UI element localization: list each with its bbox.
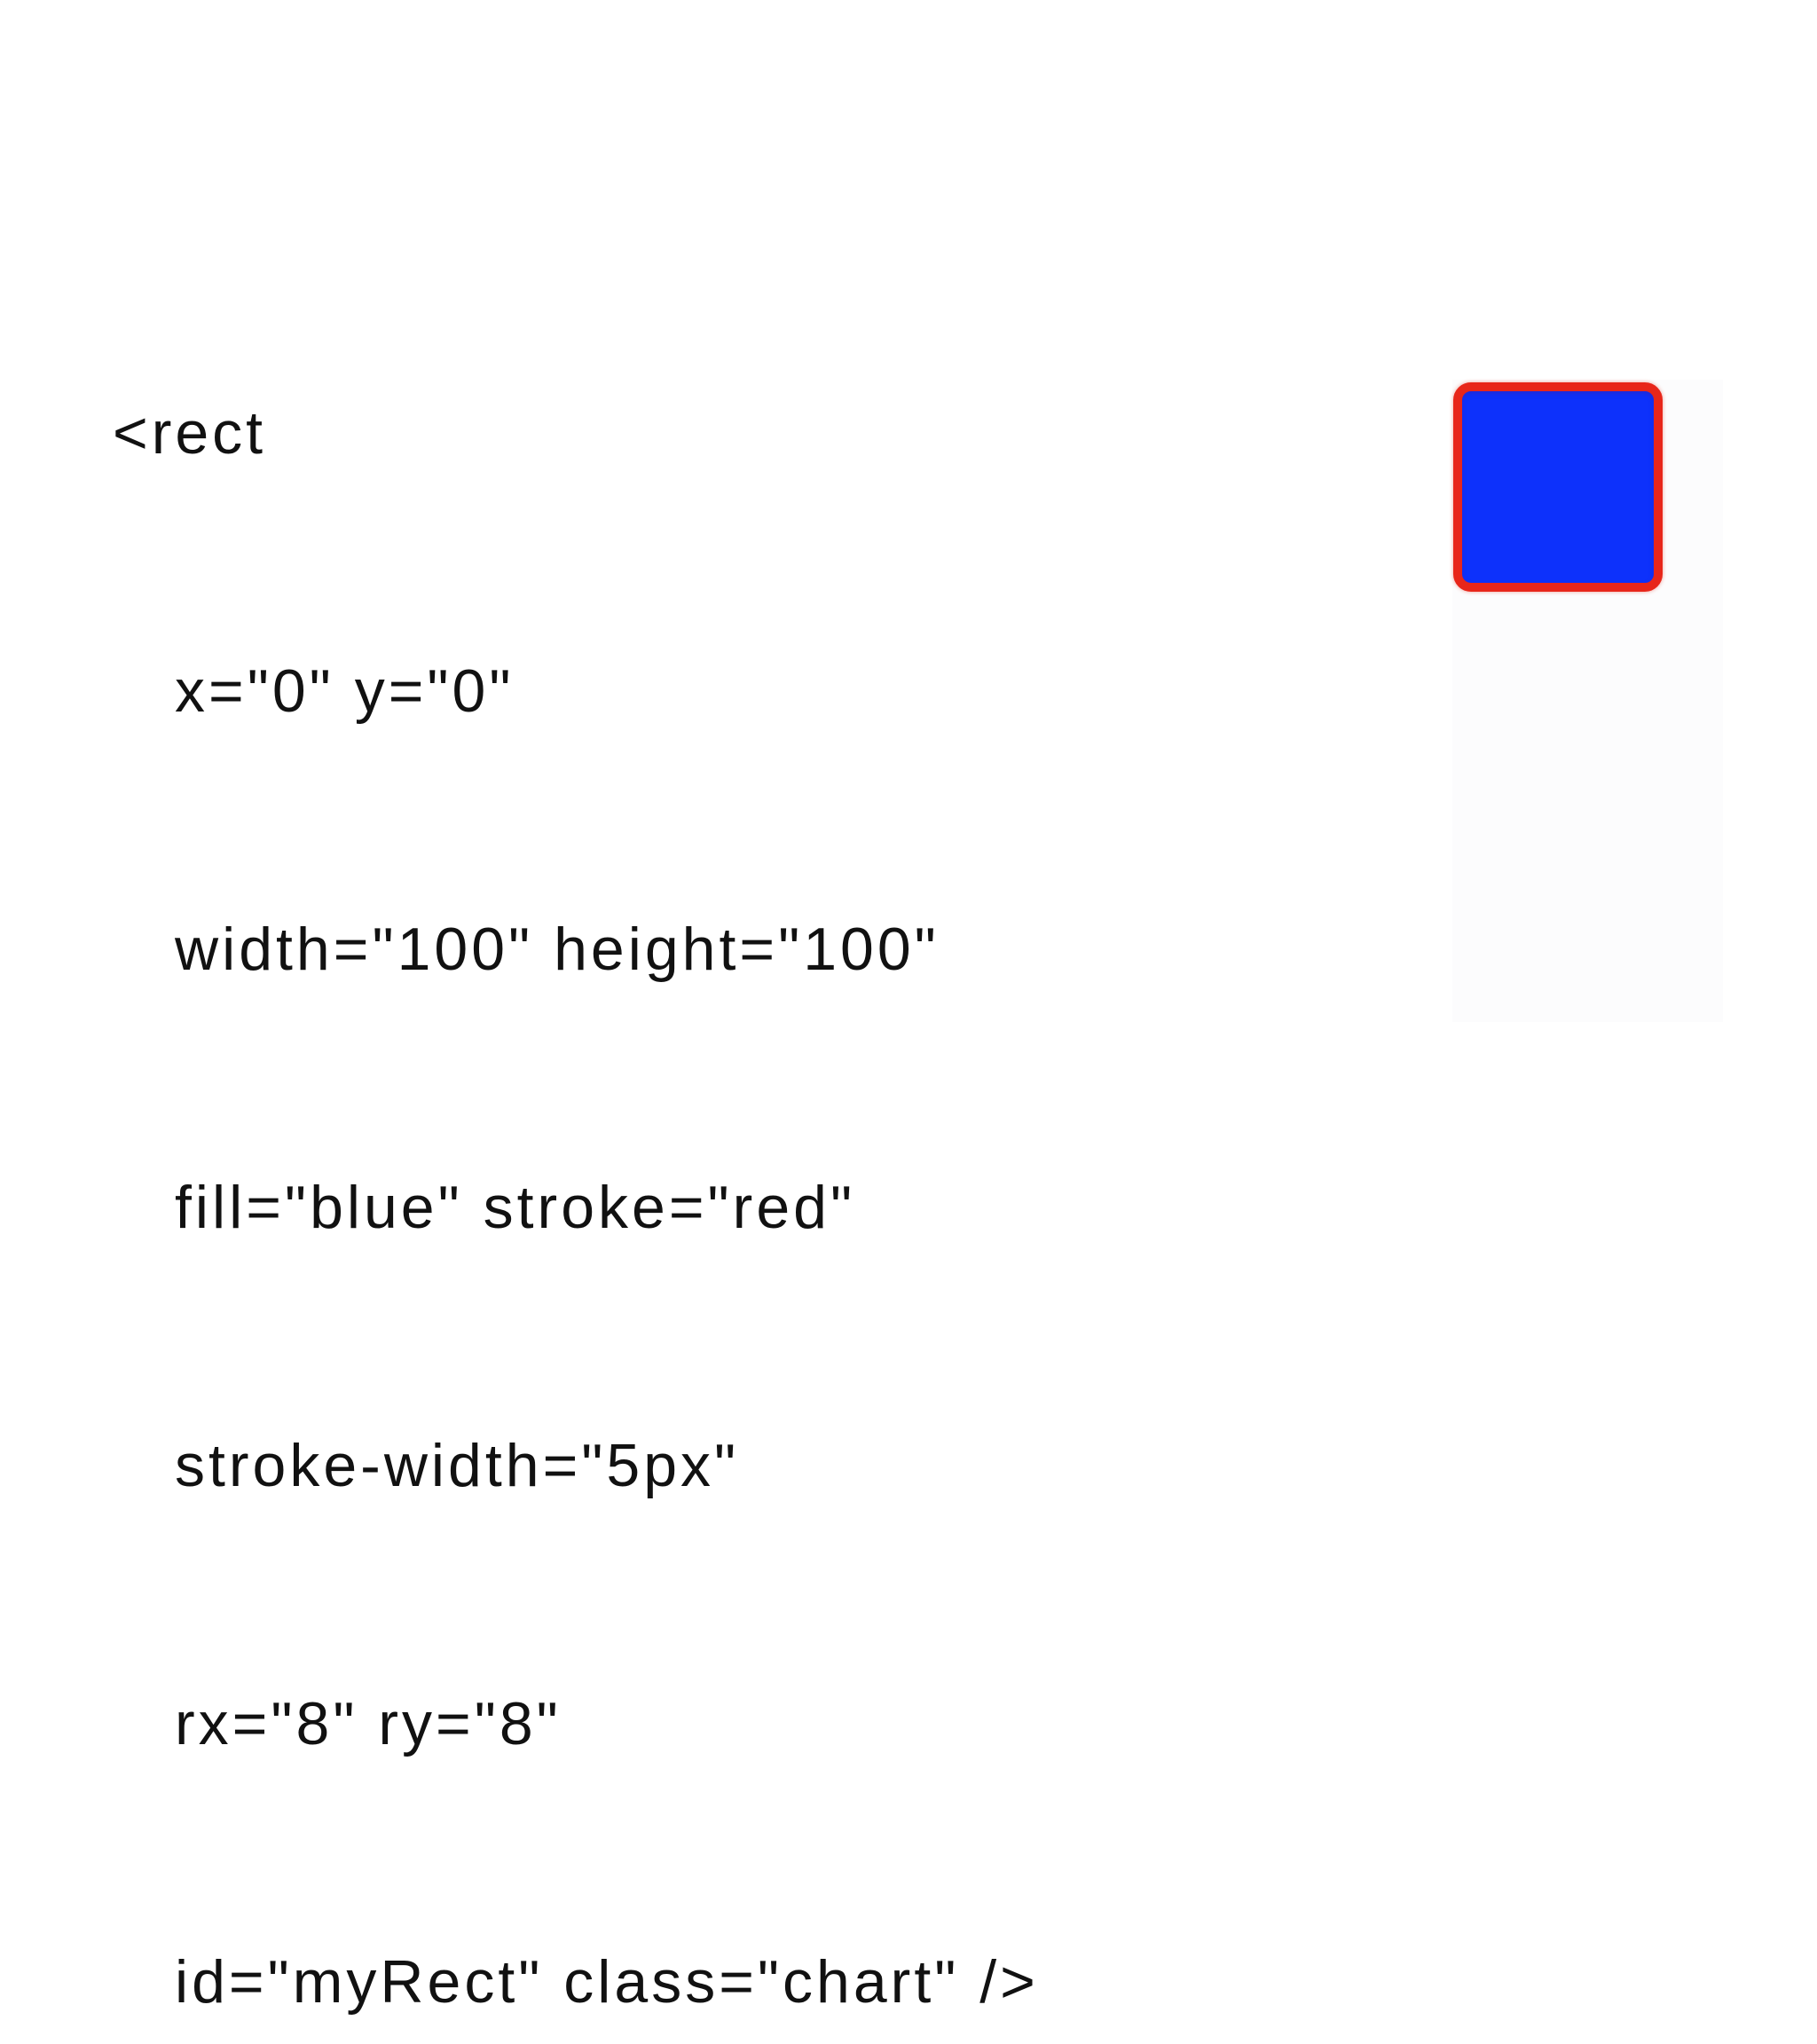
svg-rect-code-snippet: <rect x="0" y="0" width="100" height="10… — [113, 218, 1039, 2044]
rendered-rect-shape — [1453, 382, 1663, 592]
code-line-rect-open: <rect — [113, 399, 267, 467]
code-line-fill-stroke: fill="blue" stroke="red" — [175, 1174, 856, 1241]
code-line-x-y: x="0" y="0" — [175, 657, 515, 725]
code-line-width-height: width="100" height="100" — [175, 916, 940, 983]
code-line-stroke-width: stroke-width="5px" — [175, 1432, 740, 1499]
code-line-rx-ry: rx="8" ry="8" — [175, 1690, 562, 1757]
code-line-id-class: id="myRect" class="chart" /> — [175, 1948, 1039, 2016]
